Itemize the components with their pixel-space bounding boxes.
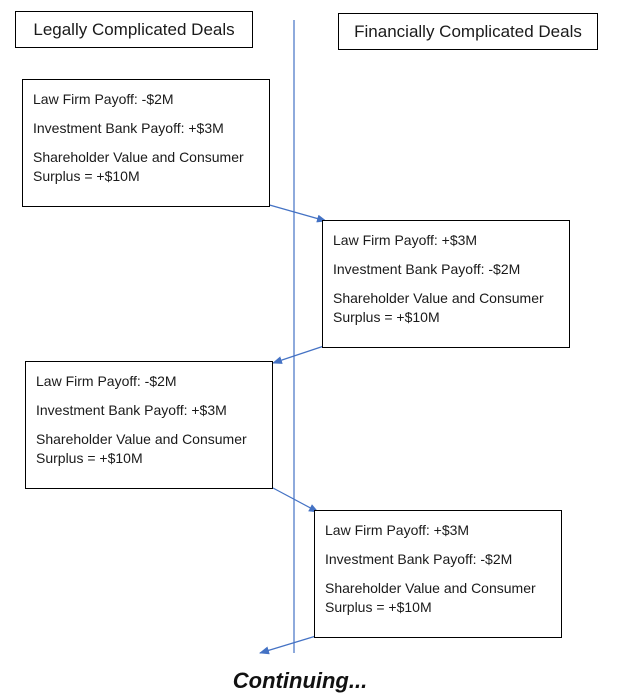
shareholder-value: Shareholder Value and Consumer Surplus =… xyxy=(33,148,259,184)
shareholder-value-line2: Surplus = +$10M xyxy=(33,167,140,184)
payoff-box-1: Law Firm Payoff: -$2M Investment Bank Pa… xyxy=(22,79,270,207)
payoff-box-3: Law Firm Payoff: -$2M Investment Bank Pa… xyxy=(25,361,273,489)
investment-bank-payoff: Investment Bank Payoff: +$3M xyxy=(36,402,227,419)
investment-bank-payoff: Investment Bank Payoff: -$2M xyxy=(325,551,513,568)
header-left-label: Legally Complicated Deals xyxy=(33,20,235,39)
shareholder-value-line1: Shareholder Value and Consumer xyxy=(325,580,536,597)
arrow-box3-to-box4 xyxy=(272,487,319,513)
investment-bank-payoff: Investment Bank Payoff: -$2M xyxy=(333,261,521,278)
law-firm-payoff: Law Firm Payoff: -$2M xyxy=(33,91,174,107)
arrow-box4-to-continuing xyxy=(259,635,317,655)
payoff-box-4: Law Firm Payoff: +$3M Investment Bank Pa… xyxy=(314,510,562,638)
shareholder-value-line2: Surplus = +$10M xyxy=(325,598,432,615)
arrow-box1-to-box2 xyxy=(265,203,327,223)
shareholder-value: Shareholder Value and Consumer Surplus =… xyxy=(333,289,559,325)
shareholder-value-line1: Shareholder Value and Consumer xyxy=(333,290,544,307)
continuing-label: Continuing... xyxy=(232,668,368,693)
shareholder-value-line2: Surplus = +$10M xyxy=(36,449,143,466)
law-firm-payoff: Law Firm Payoff: +$3M xyxy=(333,232,478,248)
shareholder-value-line1: Shareholder Value and Consumer xyxy=(33,149,244,166)
law-firm-payoff: Law Firm Payoff: -$2M xyxy=(36,373,177,389)
law-firm-payoff: Law Firm Payoff: +$3M xyxy=(325,522,470,538)
header-legally-complicated: Legally Complicated Deals xyxy=(15,11,253,48)
investment-bank-payoff: Investment Bank Payoff: +$3M xyxy=(33,120,224,137)
payoff-box-2: Law Firm Payoff: +$3M Investment Bank Pa… xyxy=(322,220,570,348)
header-right-label: Financially Complicated Deals xyxy=(354,22,582,41)
header-financially-complicated: Financially Complicated Deals xyxy=(338,13,598,50)
shareholder-value-line2: Surplus = +$10M xyxy=(333,308,440,325)
arrow-box2-to-box3 xyxy=(272,345,325,364)
shareholder-value: Shareholder Value and Consumer Surplus =… xyxy=(36,430,262,466)
shareholder-value-line1: Shareholder Value and Consumer xyxy=(36,431,247,448)
shareholder-value: Shareholder Value and Consumer Surplus =… xyxy=(325,579,551,615)
